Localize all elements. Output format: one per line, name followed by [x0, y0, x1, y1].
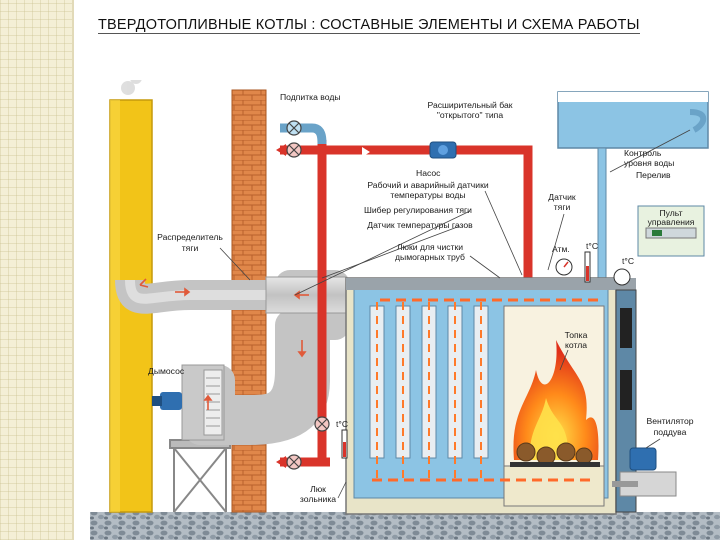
- supply-pipe: [280, 123, 327, 145]
- label-lyuk-zolnika-2: зольника: [300, 494, 336, 504]
- gauge-icon: [555, 258, 631, 286]
- boiler-body: [345, 277, 637, 515]
- label-lyuki-1: Люки для чистки: [397, 242, 463, 252]
- hot-water-pipe: [317, 145, 533, 460]
- label-topka-2: котла: [565, 340, 587, 350]
- label-pereliv: Перелив: [636, 170, 671, 180]
- label-raspredelitel-1: Распределитель: [157, 232, 223, 242]
- label-datchik-tyagi-2: тяги: [554, 202, 571, 212]
- label-shiber: Шибер регулирования тяги: [364, 205, 472, 215]
- label-temp-top: t°C: [586, 241, 598, 251]
- control-panel-icon: [637, 205, 705, 257]
- label-pult-1: Пульт: [659, 208, 682, 218]
- label-topka-1: Топка: [565, 330, 588, 340]
- label-kontrol-1: Контроль: [624, 148, 662, 158]
- label-bak-1: Расширительный бак: [428, 100, 513, 110]
- decorative-side-pattern: [0, 0, 72, 540]
- chimney-smoke: [121, 80, 142, 95]
- fan-icon: [612, 447, 677, 497]
- label-datchik-gazov: Датчик температуры газов: [367, 220, 473, 230]
- label-datchiki-2: температуры воды: [390, 190, 465, 200]
- label-lyuk-zolnika-1: Люк: [310, 484, 326, 494]
- label-podpitka: Подпитка воды: [280, 92, 341, 102]
- label-bak-2: "открытого" типа: [437, 110, 503, 120]
- label-atm: Атм.: [552, 244, 570, 254]
- thermometer-icon: [341, 251, 591, 459]
- pump-icon: [429, 141, 457, 159]
- boiler-diagram: Подпитка воды Расширительный бак "открыт…: [90, 80, 720, 540]
- label-lyuki-2: дымогарных труб: [395, 252, 465, 262]
- valve-icon: [286, 120, 330, 470]
- label-pult-2: управления: [648, 217, 695, 227]
- ground-gravel: [90, 512, 720, 540]
- label-temp-door: t°C: [622, 256, 634, 266]
- flame-icon: [510, 340, 600, 467]
- label-datchik-tyagi-1: Датчик: [548, 192, 576, 202]
- label-kontrol-2: уровня воды: [624, 158, 674, 168]
- label-raspredelitel-2: тяги: [182, 243, 199, 253]
- label-nasos: Насос: [416, 168, 441, 178]
- label-ventilyator-2: поддува: [654, 427, 687, 437]
- leader-lines: [219, 129, 691, 499]
- dymosos-stand: [169, 439, 231, 513]
- dymosos-fan-icon: [152, 392, 182, 410]
- label-datchiki-1: Рабочий и аварийный датчики: [367, 180, 488, 190]
- label-ventilyator-1: Вентилятор: [646, 416, 693, 426]
- page-title: ТВЕРДОТОПЛИВНЫЕ КОТЛЫ : СОСТАВНЫЕ ЭЛЕМЕН…: [98, 17, 640, 34]
- overflow-pipe: [689, 109, 707, 133]
- label-temp-return: t°C: [336, 419, 348, 429]
- decorative-side-line: [72, 0, 74, 540]
- label-dymosos: Дымосос: [148, 366, 185, 376]
